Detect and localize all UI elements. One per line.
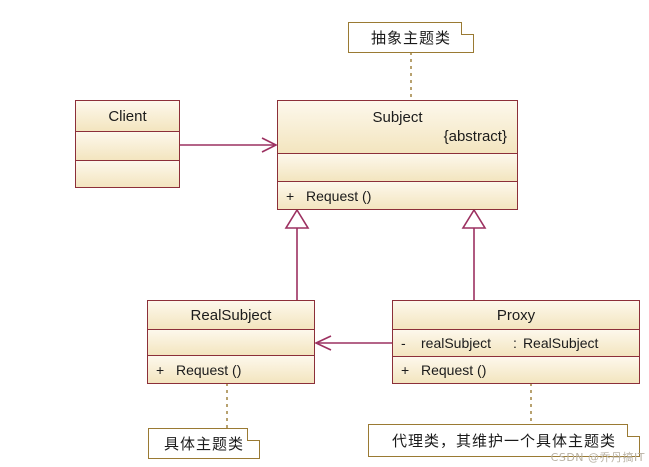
note-fold-edge-icon [247, 428, 260, 441]
attribute-name: realSubject [421, 335, 492, 351]
class-subject-abstract-marker: {abstract} [443, 128, 507, 145]
class-subject-operations-compartment: + Request () [278, 181, 517, 209]
edge-proxy-to-subject [461, 208, 487, 300]
operation-name: Request () [306, 187, 372, 204]
class-proxy-attributes-compartment: - realSubject : RealSubject [393, 329, 639, 356]
edge-realsubject-to-subject [284, 208, 310, 300]
class-proxy-operation-0: + Request () [393, 357, 639, 383]
class-subject-attributes-compartment [278, 153, 517, 181]
class-client-title-compartment: Client [76, 101, 179, 131]
class-client-name: Client [108, 107, 147, 125]
class-box-client[interactable]: Client [75, 100, 180, 188]
class-subject-title-compartment: Subject {abstract} [278, 101, 517, 153]
edge-proxy-to-realsubject [314, 335, 392, 351]
class-realsubject-attributes-compartment [148, 329, 314, 355]
attribute-type: RealSubject [522, 335, 599, 351]
class-subject-name: Subject [372, 109, 423, 126]
visibility-marker: + [156, 361, 165, 378]
class-client-attributes-compartment [76, 131, 179, 160]
class-proxy-title-compartment: Proxy [393, 301, 639, 329]
attribute-type-separator: : [513, 335, 517, 351]
note-concrete-subject-text: 具体主题类 [163, 434, 244, 453]
class-box-subject[interactable]: Subject {abstract} + Request () [277, 100, 518, 210]
visibility-marker: - [401, 335, 406, 351]
class-realsubject-operation-0: + Request () [148, 356, 314, 383]
note-proxy-description-text: 代理类，其维护一个具体主题类 [391, 431, 616, 450]
class-proxy-attribute-0: - realSubject : RealSubject [393, 330, 639, 356]
watermark: CSDN @乔丹搞IT [550, 451, 645, 464]
class-client-operations-compartment [76, 160, 179, 187]
class-realsubject-title-compartment: RealSubject [148, 301, 314, 329]
note-fold-edge-icon [627, 424, 640, 437]
note-abstract-subject[interactable]: 抽象主题类 [348, 21, 475, 53]
class-proxy-operations-compartment: + Request () [393, 356, 639, 383]
class-box-realsubject[interactable]: RealSubject + Request () [147, 300, 315, 384]
operation-name: Request () [176, 361, 242, 378]
visibility-marker: + [286, 187, 295, 204]
note-fold-edge-icon [461, 22, 474, 35]
class-subject-operation-0: + Request () [278, 182, 517, 209]
note-proxy-description[interactable]: 代理类，其维护一个具体主题类 [368, 423, 641, 457]
class-box-proxy[interactable]: Proxy - realSubject : RealSubject + Requ… [392, 300, 640, 384]
operation-name: Request () [421, 362, 487, 378]
class-realsubject-name: RealSubject [190, 306, 272, 324]
visibility-marker: + [401, 362, 410, 378]
edge-client-to-subject [180, 137, 278, 153]
class-realsubject-operations-compartment: + Request () [148, 355, 314, 383]
note-abstract-subject-text: 抽象主题类 [370, 28, 451, 47]
class-proxy-name: Proxy [496, 306, 536, 324]
note-concrete-subject[interactable]: 具体主题类 [148, 427, 261, 459]
